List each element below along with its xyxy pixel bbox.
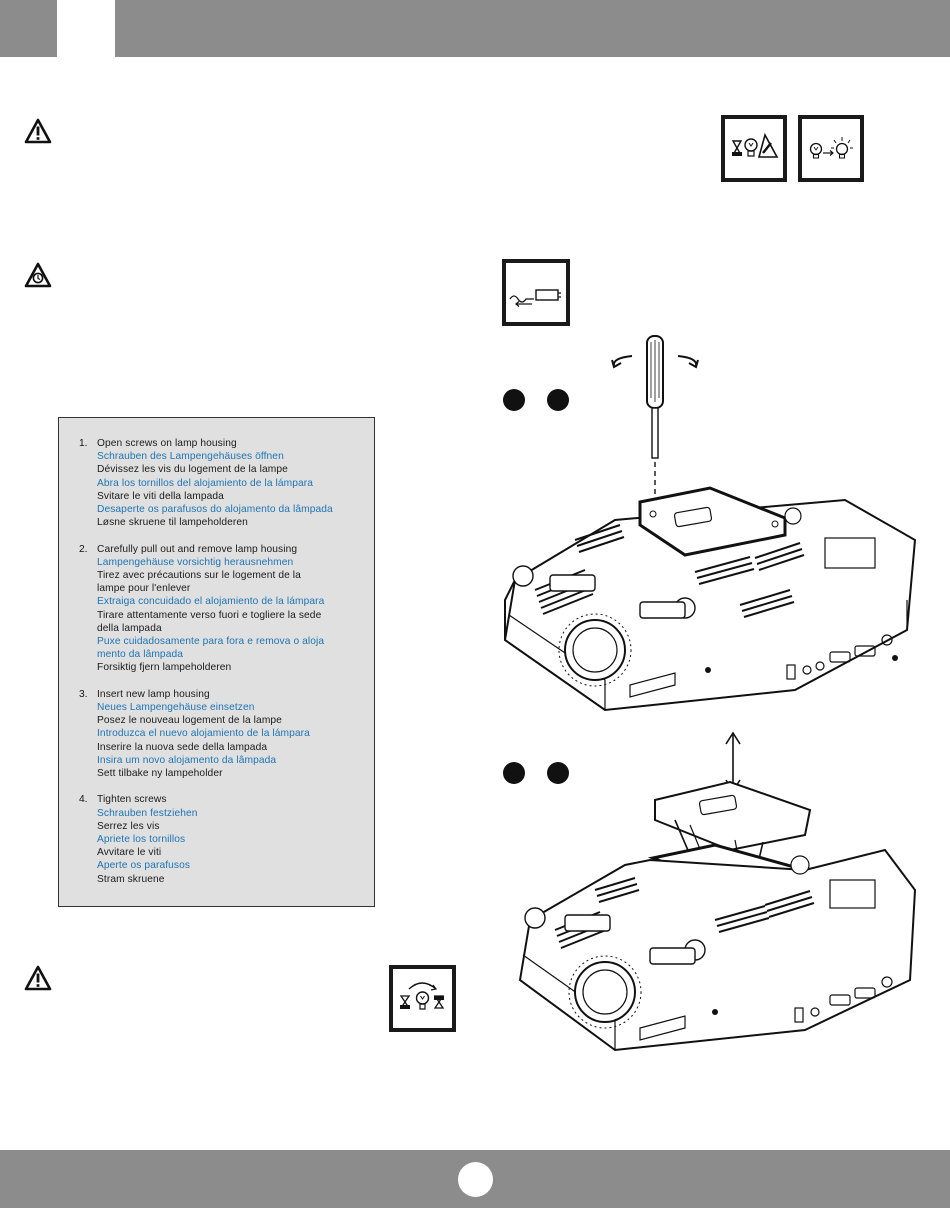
step-text-line: Dévissez les vis du logement de la lampe xyxy=(97,464,288,476)
step-text-line: Serrez les vis xyxy=(97,820,160,832)
step-text-line: Svitare le viti della lampada xyxy=(97,490,224,502)
unplug-icon-box xyxy=(502,259,570,326)
step-text-line: Inserire la nuova sede della lampada xyxy=(97,741,268,753)
step-text-line: della lampada xyxy=(97,622,162,634)
step-text-line: Aperte os parafusos xyxy=(97,860,191,872)
step-text-line: Puxe cuidadosamente para fora e remova o… xyxy=(97,636,325,648)
projector-lamp-removal-illustration xyxy=(518,780,917,1052)
instruction-step: 2. Carefully pull out and remove lamp hou… xyxy=(79,543,369,675)
step-number: 1. xyxy=(79,438,88,449)
step-number: 3. xyxy=(79,688,88,700)
step-text-line: Posez le nouveau logement de la lampe xyxy=(97,715,282,727)
step-text-line: Neues Lampengehäuse einsetzen xyxy=(97,702,255,714)
lamp-timer-reset-icon xyxy=(399,982,445,1010)
step-indicator-dot xyxy=(547,762,569,784)
step-text-line: Insert new lamp housing xyxy=(97,688,210,700)
step-text-line: Extraiga concuidado el alojamiento de la… xyxy=(97,596,325,608)
projector-underside-illustration xyxy=(503,486,917,712)
hot-surface-warning-icon xyxy=(24,262,52,288)
step-text-line: Forsiktig fjern lampeholderen xyxy=(97,662,232,674)
lamp-replace-icon xyxy=(809,137,853,159)
step-text-line: Desaperte os parafusos do alojamento da … xyxy=(97,504,333,516)
step-indicator-dot xyxy=(547,389,569,411)
step-text-line: Introduzca el nuevo alojamiento de la lá… xyxy=(97,728,310,740)
header-bar xyxy=(0,0,950,57)
header-tab xyxy=(57,0,115,57)
warning-triangle-icon xyxy=(24,965,52,991)
step-text-line: Tirez avec précautions sur le logement d… xyxy=(97,570,301,582)
step-number: 2. xyxy=(79,543,88,555)
lamp-cooldown-icon-box xyxy=(721,115,787,182)
step-number: 4. xyxy=(79,794,88,806)
footer-bar xyxy=(0,1150,950,1208)
step-indicator-dot xyxy=(503,389,525,411)
step-text-line: Tirare attentamente verso fuori e toglie… xyxy=(97,609,322,621)
step-text-line: Tighten screws xyxy=(97,794,167,806)
lamp-replace-icon-box xyxy=(798,115,864,182)
step-text-line: Open screws on lamp housing xyxy=(97,438,237,449)
warning-triangle-icon xyxy=(24,118,52,144)
step-text-line: Stram skruene xyxy=(97,873,165,885)
step-text-line: Sett tilbake ny lampeholder xyxy=(97,768,223,780)
step-text-line: lampe pour l'enlever xyxy=(97,583,191,595)
step-text-line: Carefully pull out and remove lamp housi… xyxy=(97,543,298,555)
step-text-line: Schrauben des Lampengehäuses öffnen xyxy=(97,451,284,463)
unplug-power-icon xyxy=(509,289,561,307)
step-text-line: mento da lâmpada xyxy=(97,649,183,661)
step-text-line: Løsne skruene til lampeholderen xyxy=(97,517,248,529)
step-text-line: Lampengehäuse vorsichtig herausnehmen xyxy=(97,556,294,568)
lamp-cooldown-icon xyxy=(731,132,779,158)
step-text-line: Avvitare le viti xyxy=(97,847,162,859)
screwdriver-illustration xyxy=(611,335,699,508)
step-indicator-dot xyxy=(503,762,525,784)
step-text-line: Insira um novo alojamento da lâmpada xyxy=(97,754,277,766)
step-text-line: Schrauben festziehen xyxy=(97,807,198,819)
step-text-line: Apriete los tornillos xyxy=(97,834,186,846)
lamp-timer-reset-icon-box xyxy=(389,965,456,1032)
step-text-line: Abra los tornillos del alojamiento de la… xyxy=(97,477,314,489)
page-number-circle xyxy=(458,1162,493,1197)
